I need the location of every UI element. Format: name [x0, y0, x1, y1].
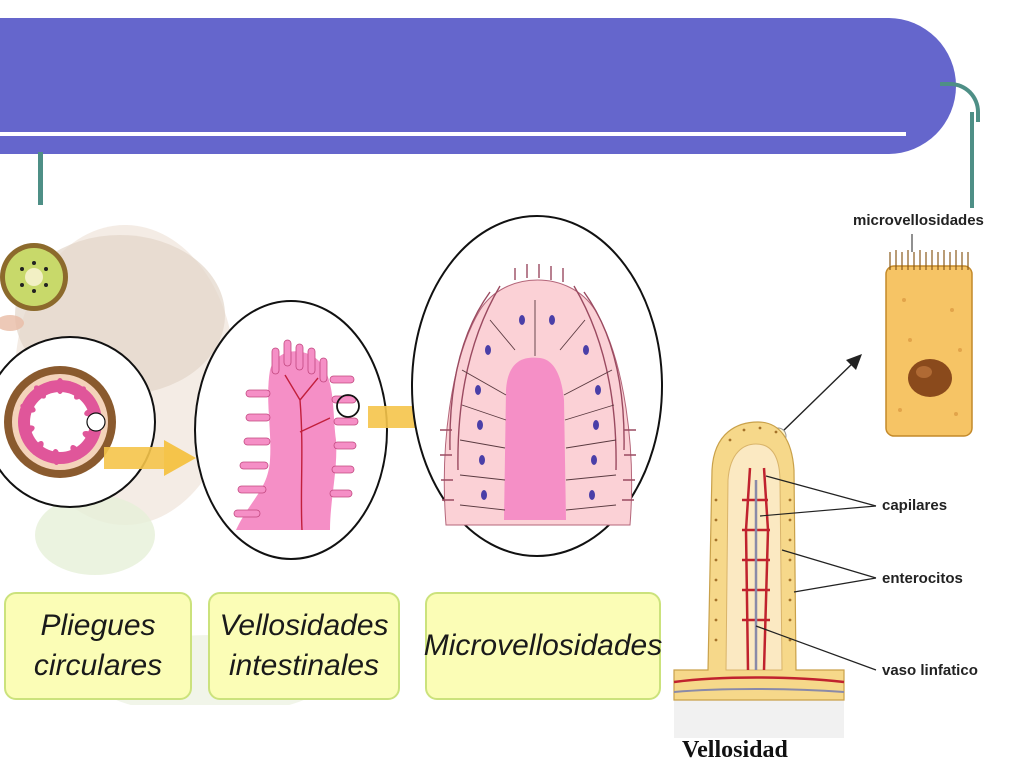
- label-vellosidades-intestinales: Vellosidades intestinales: [208, 592, 400, 700]
- pliegues-circle: [0, 336, 156, 508]
- enterocyte-cell: [885, 234, 973, 437]
- microvellosidades-circle: [411, 215, 663, 557]
- label-microvellosidades: Microvellosidades: [423, 592, 663, 700]
- pointer-arrow: [769, 354, 862, 445]
- label-vaso-linfatico: vaso linfatico: [882, 662, 978, 679]
- leader-lines: [755, 475, 877, 671]
- arrow-1: [104, 440, 196, 476]
- label-vellosidades-line1: Vellosidades: [219, 609, 389, 642]
- label-enterocitos: enterocitos: [882, 570, 963, 587]
- header-banner: [0, 18, 956, 154]
- right-teal-connector: [970, 112, 974, 208]
- left-teal-connector: [38, 152, 43, 206]
- villus-title: Vellosidad: [682, 737, 788, 763]
- magnification-stages: [0, 215, 663, 560]
- kiwi-fruit: [0, 243, 68, 311]
- label-capilares: capilares: [882, 497, 948, 514]
- label-pliegues-circulares: Pliegues circulares: [4, 592, 192, 700]
- label-micro-line1: Microvellosidades: [423, 629, 663, 662]
- vellosidades-circle: [194, 300, 388, 560]
- villus-body: [673, 421, 845, 738]
- label-pliegues-line2: circulares: [33, 649, 163, 682]
- label-vellosidades-line2: intestinales: [228, 649, 380, 682]
- label-pliegues-line1: Pliegues: [40, 609, 156, 642]
- label-microvellosidades-annotation: microvellosidades: [853, 212, 984, 229]
- banner-divider-line: [0, 132, 906, 136]
- villus-diagram: [673, 234, 973, 738]
- right-teal-curve: [940, 82, 980, 122]
